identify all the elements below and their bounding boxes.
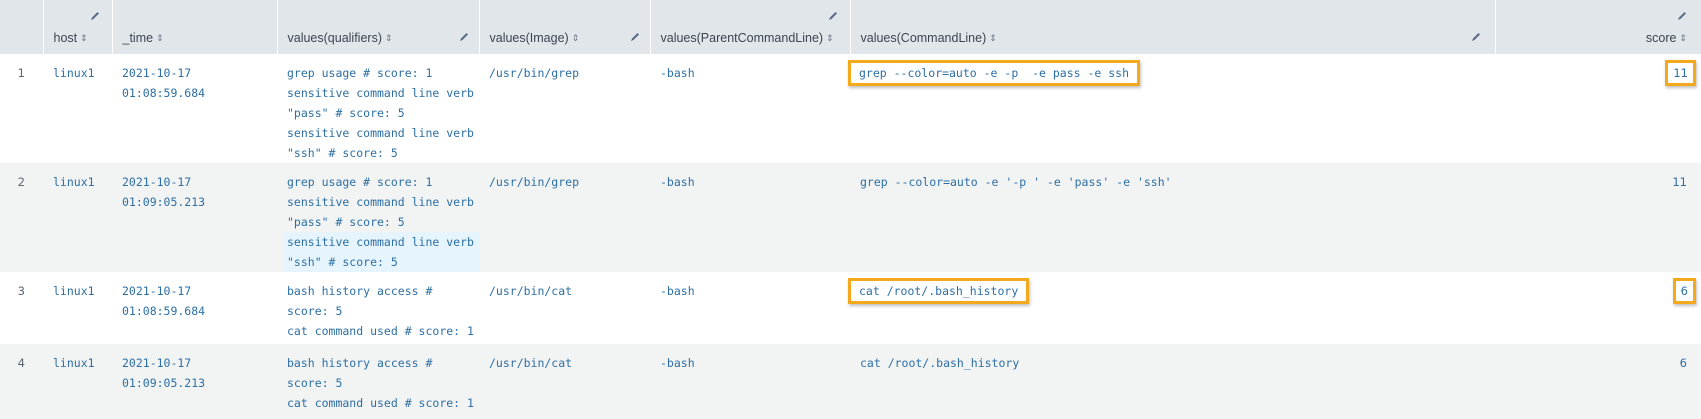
- time-date: 2021-10-17: [122, 175, 192, 189]
- cell-qualifiers[interactable]: bash history access # score: 5 cat comma…: [277, 272, 479, 344]
- qualifier-value[interactable]: "pass" # score: 5: [287, 106, 405, 120]
- pencil-icon[interactable]: [828, 11, 838, 21]
- cell-command-line[interactable]: grep --color=auto -e '-p ' -e 'pass' -e …: [860, 175, 1172, 189]
- highlight-box[interactable]: 11: [1665, 60, 1696, 86]
- header-image[interactable]: values(Image)⇕: [479, 0, 651, 54]
- highlight-box[interactable]: 6: [1672, 278, 1696, 304]
- header-row-number: [0, 0, 44, 54]
- time-date: 2021-10-17: [122, 356, 192, 370]
- cell-parent-command-line[interactable]: -bash: [660, 284, 695, 298]
- qualifier-value: "ssh" # score: 5: [287, 255, 398, 269]
- pencil-icon[interactable]: [459, 32, 469, 42]
- header-label: host: [53, 31, 78, 45]
- qualifier-value[interactable]: score: 5: [287, 304, 343, 318]
- header-label: _time: [122, 31, 154, 45]
- cell-qualifiers[interactable]: bash history access # score: 5 cat comma…: [277, 344, 479, 419]
- sort-icon[interactable]: ⇕: [80, 33, 88, 43]
- sort-icon[interactable]: ⇕: [989, 33, 997, 43]
- header-label: score: [1645, 31, 1677, 45]
- qualifier-value-hovered[interactable]: sensitive command line verb "ssh" # scor…: [284, 232, 480, 272]
- header-score[interactable]: score⇕: [1495, 0, 1701, 54]
- time-clock: 01:08:59.684: [122, 86, 206, 100]
- cell-time[interactable]: 2021-10-17 01:08:59.684: [112, 272, 277, 344]
- sort-icon[interactable]: ⇕: [1679, 33, 1687, 43]
- pencil-icon[interactable]: [1677, 11, 1687, 21]
- cell-command-line[interactable]: cat /root/.bash_history: [848, 272, 1495, 344]
- qualifier-value[interactable]: cat command used # score: 1: [287, 396, 474, 410]
- cell-time[interactable]: 2021-10-17 01:09:05.213: [112, 163, 277, 272]
- qualifier-value[interactable]: score: 5: [287, 376, 343, 390]
- cell-score[interactable]: 6: [1679, 356, 1687, 370]
- time-clock: 01:09:05.213: [122, 376, 206, 390]
- qualifier-value[interactable]: sensitive command line verb: [287, 126, 474, 140]
- time-clock: 01:08:59.684: [122, 304, 206, 318]
- cell-time[interactable]: 2021-10-17 01:08:59.684: [112, 54, 277, 163]
- cell-time[interactable]: 2021-10-17 01:09:05.213: [112, 344, 277, 419]
- qualifier-value[interactable]: sensitive command line verb: [287, 86, 474, 100]
- row-index: 3: [17, 284, 25, 298]
- qualifier-value[interactable]: "ssh" # score: 5: [287, 146, 398, 160]
- cell-qualifiers[interactable]: grep usage # score: 1 sensitive command …: [277, 54, 479, 163]
- cell-image[interactable]: /usr/bin/cat: [489, 356, 573, 370]
- cell-host[interactable]: linux1: [53, 175, 95, 189]
- header-row: host⇕ _time⇕ values(qualifiers)⇕ values(…: [0, 0, 1701, 54]
- qualifier-value[interactable]: cat command used # score: 1: [287, 324, 474, 338]
- header-command-line[interactable]: values(CommandLine)⇕: [850, 0, 1496, 54]
- table-row: 2 linux1 2021-10-17 01:09:05.213 grep us…: [0, 163, 1701, 272]
- sort-icon[interactable]: ⇕: [384, 33, 393, 43]
- time-clock: 01:09:05.213: [122, 195, 206, 209]
- row-index: 2: [17, 175, 25, 189]
- cell-command-line[interactable]: cat /root/.bash_history: [860, 356, 1020, 370]
- pencil-icon[interactable]: [1471, 32, 1481, 42]
- table-row: 3 linux1 2021-10-17 01:08:59.684 bash hi…: [0, 272, 1701, 344]
- table-row: 4 linux1 2021-10-17 01:09:05.213 bash hi…: [0, 344, 1701, 419]
- cell-parent-command-line[interactable]: -bash: [660, 356, 695, 370]
- cell-image[interactable]: /usr/bin/cat: [489, 284, 573, 298]
- qualifier-value[interactable]: grep usage # score: 1: [287, 66, 433, 80]
- qualifier-value[interactable]: sensitive command line verb: [287, 195, 474, 209]
- header-time[interactable]: _time⇕: [112, 0, 278, 54]
- pencil-icon[interactable]: [90, 11, 100, 21]
- cell-score[interactable]: 11: [1495, 54, 1701, 163]
- qualifier-value[interactable]: bash history access #: [287, 284, 433, 298]
- highlight-box[interactable]: grep --color=auto -e -p -e pass -e ssh: [848, 60, 1141, 86]
- header-host[interactable]: host⇕: [43, 0, 113, 54]
- pencil-icon[interactable]: [630, 32, 640, 42]
- header-qualifiers[interactable]: values(qualifiers)⇕: [277, 0, 480, 54]
- qualifier-value[interactable]: grep usage # score: 1: [287, 175, 433, 189]
- sort-icon[interactable]: ⇕: [156, 33, 164, 43]
- cell-parent-command-line[interactable]: -bash: [660, 175, 695, 189]
- cell-score[interactable]: 11: [1672, 175, 1687, 189]
- header-label: values(ParentCommandLine): [660, 31, 824, 45]
- cell-qualifiers[interactable]: grep usage # score: 1 sensitive command …: [277, 163, 480, 272]
- cell-command-line[interactable]: grep --color=auto -e -p -e pass -e ssh: [848, 54, 1495, 163]
- header-label: values(Image): [489, 31, 569, 45]
- sort-icon[interactable]: ⇕: [826, 33, 834, 43]
- cell-host[interactable]: linux1: [53, 284, 95, 298]
- cell-score[interactable]: 6: [1495, 272, 1701, 344]
- qualifier-value[interactable]: bash history access #: [287, 356, 433, 370]
- header-label: values(qualifiers): [287, 31, 382, 45]
- header-label: values(CommandLine): [860, 31, 987, 45]
- cell-host[interactable]: linux1: [53, 66, 95, 80]
- header-parent-command-line[interactable]: values(ParentCommandLine)⇕: [650, 0, 851, 54]
- cell-parent-command-line[interactable]: -bash: [660, 66, 695, 80]
- highlight-box[interactable]: cat /root/.bash_history: [848, 278, 1030, 304]
- cell-image[interactable]: /usr/bin/grep: [489, 66, 580, 80]
- time-date: 2021-10-17: [122, 284, 192, 298]
- cell-image[interactable]: /usr/bin/grep: [489, 175, 580, 189]
- row-index: 4: [17, 356, 25, 370]
- qualifier-value[interactable]: "pass" # score: 5: [287, 215, 405, 229]
- cell-host[interactable]: linux1: [53, 356, 95, 370]
- qualifier-value: sensitive command line verb: [287, 235, 474, 249]
- time-date: 2021-10-17: [122, 66, 192, 80]
- row-index: 1: [17, 66, 25, 80]
- table-row: 1 linux1 2021-10-17 01:08:59.684 grep us…: [0, 54, 1701, 163]
- sort-icon[interactable]: ⇕: [571, 33, 580, 43]
